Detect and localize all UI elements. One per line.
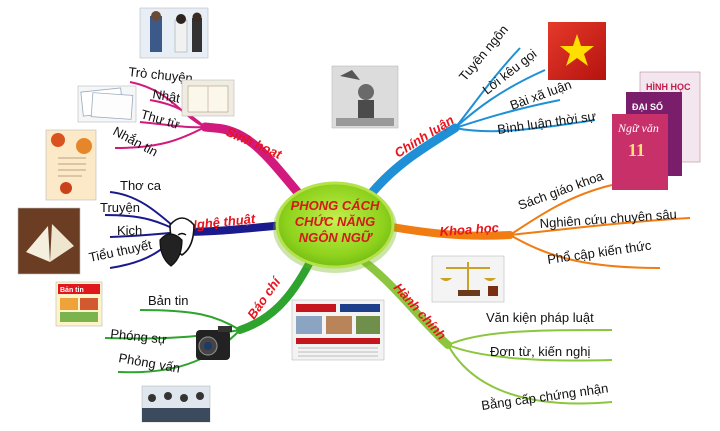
leaf-tieu-thuyet: Tiểu thuyết [88,237,154,265]
book-number: 11 [628,140,645,160]
khoa-hoc-twig-2 [509,217,691,236]
textbooks-image: HÌNH HỌC ĐẠI SỐ Ngữ văn 11 [612,71,701,190]
center-line-2: CHỨC NĂNG [295,214,376,229]
leaf-nhan-tin: Nhắn tin [111,123,161,159]
camera-image [196,326,232,360]
leaf-truyen: Truyện [100,200,140,215]
ban-tin-image-title: Bản tin [60,287,84,294]
sinh-hoat-twig-1 [129,81,206,128]
leaf-nghien-cuu-chuyen-sau: Nghiên cứu chuyên sâu [539,206,677,231]
sinh-hoat-twig-4 [114,126,206,149]
hanh-chinh-twig-1 [447,329,613,346]
branch-sinh-hoat-line [200,122,305,200]
khoa-hoc-twig-1 [509,184,613,236]
ban-tin-image: Bản tin [55,281,103,327]
newspapers-image [291,299,385,361]
leaf-binh-luan-thoi-su: Bình luận thời sự [496,108,597,137]
theatre-masks-icon [159,217,195,267]
khoa-hoc-twig-3 [509,234,661,269]
leaf-pho-cap-kien-thuc: Phổ cập kiến thức [546,237,652,267]
leaf-bang-cap-chung-nhan: Bằng cấp chứng nhận [480,380,609,413]
branch-bao-chi-line [236,258,314,334]
branch-hanh-chinh-line [361,258,452,349]
chinh-luan-twig-3 [454,99,561,129]
branch-chinh-luan-line [365,123,460,200]
book-title-hinh-hoc: HÌNH HỌC [646,82,691,92]
sinh-hoat-twig-3 [139,121,206,129]
branch-label-sinh-hoat: Sinh hoạt [224,124,285,162]
interview-image [141,385,211,423]
leaf-tro-chuyen: Trò chuyện [128,64,194,86]
center-line-1: PHONG CÁCH [291,198,380,213]
people-talking-image [139,7,209,59]
scales-of-justice-image [431,255,505,303]
center-node: PHONG CÁCH CHỨC NĂNG NGÔN NGỮ [273,181,397,273]
chinh-luan-twig-4 [454,119,596,133]
leaf-bai-xa-luan: Bài xã luận [508,77,574,113]
bao-chi-twig-1 [139,309,241,331]
branch-label-nghe-thuat: Nghệ thuật [187,211,257,233]
letters-image [77,85,137,123]
portrait-image [331,65,399,129]
bao-chi-twig-3 [117,329,241,374]
leaf-thu-tu: Thư từ [139,106,182,131]
hanh-chinh-twig-2 [447,344,613,362]
leaf-van-kien-phap-luat: Văn kiện pháp luật [486,310,594,325]
branch-label-khoa-hoc: Khoa học [439,220,500,239]
hanh-chinh-twig-3 [447,344,613,405]
autumn-poem-image [45,129,97,201]
vietnam-flag-image [548,22,606,80]
leaf-don-tu-kien-nghi: Đơn từ, kiến nghị [490,344,590,359]
chinh-luan-twig-2 [454,69,546,129]
leaf-tho-ca: Thơ ca [120,178,162,193]
leaf-ban-tin: Bản tin [148,293,188,308]
book-title-ngu-van: Ngữ văn [617,121,659,135]
center-line-3: NGÔN NGỮ [299,230,374,245]
center-ellipse [275,181,395,269]
leaf-phong-su: Phóng sự [110,326,168,347]
chinh-luan-twig-1 [454,47,521,129]
diary-image [181,79,235,117]
leaf-kich: Kịch [117,223,142,238]
book-title-dai-so: ĐẠI SỐ [632,101,663,112]
open-book-image [17,207,81,275]
